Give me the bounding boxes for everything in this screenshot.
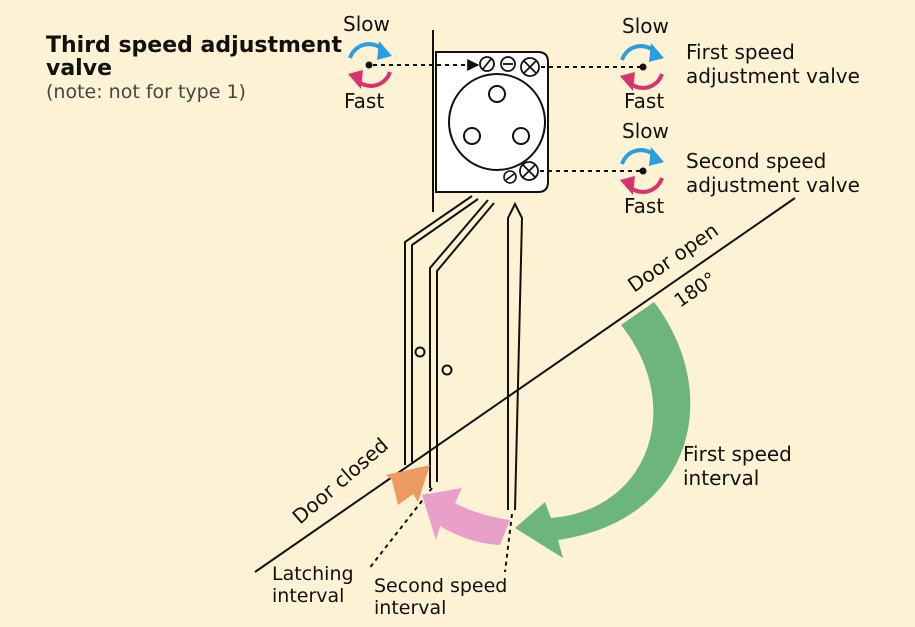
third-valve-title-line1: Third speed adjustment <box>46 33 342 58</box>
third-valve-slow-label: Slow <box>343 12 390 36</box>
latching-interval-label-line1: Latching <box>272 563 354 585</box>
door-closer-body <box>435 51 549 193</box>
second-valve-fast-label: Fast <box>624 194 664 218</box>
first-valve-screw[interactable] <box>520 57 540 77</box>
third-valve-title-line2: valve <box>46 56 112 81</box>
first-valve-slow-label: Slow <box>622 14 669 38</box>
first-speed-interval-arrow <box>515 302 691 558</box>
latching-interval-label-line2: interval <box>272 585 344 607</box>
first-interval-label-line2: interval <box>683 466 759 490</box>
third-valve-rotation-icon <box>348 41 392 89</box>
closer-disc <box>448 73 546 171</box>
first-valve-fast-label: Fast <box>624 89 664 113</box>
second-valve-label-line1: Second speed <box>686 149 826 173</box>
second-valve-label-line2: adjustment valve <box>686 173 860 197</box>
second-valve-slow-label: Slow <box>622 119 669 143</box>
second-valve-screw[interactable] <box>519 161 539 181</box>
first-valve-rotation-icon <box>620 43 664 91</box>
first-interval-label-line1: First speed <box>683 442 792 466</box>
valve-connectors <box>367 59 640 573</box>
third-valve-screw[interactable] <box>479 56 495 72</box>
first-valve-minus-marker <box>500 56 516 72</box>
second-speed-interval-arrow <box>422 488 510 545</box>
second-valve-rotation-icon <box>620 147 664 195</box>
door-leaves <box>404 195 524 511</box>
third-valve-fast-label: Fast <box>344 89 384 113</box>
second-valve-marker <box>503 170 517 184</box>
first-valve-label-line2: adjustment valve <box>686 64 860 88</box>
latching-interval-arrow <box>386 465 430 505</box>
first-valve-label-line1: First speed <box>686 40 795 64</box>
third-valve-note: (note: not for type 1) <box>46 81 246 103</box>
door-angle-label: 180° <box>670 268 720 312</box>
door-closed-label: Door closed <box>288 433 393 529</box>
second-interval-label-line1: Second speed <box>374 575 507 597</box>
second-interval-label-line2: interval <box>374 597 446 619</box>
door-open-line <box>254 197 796 573</box>
